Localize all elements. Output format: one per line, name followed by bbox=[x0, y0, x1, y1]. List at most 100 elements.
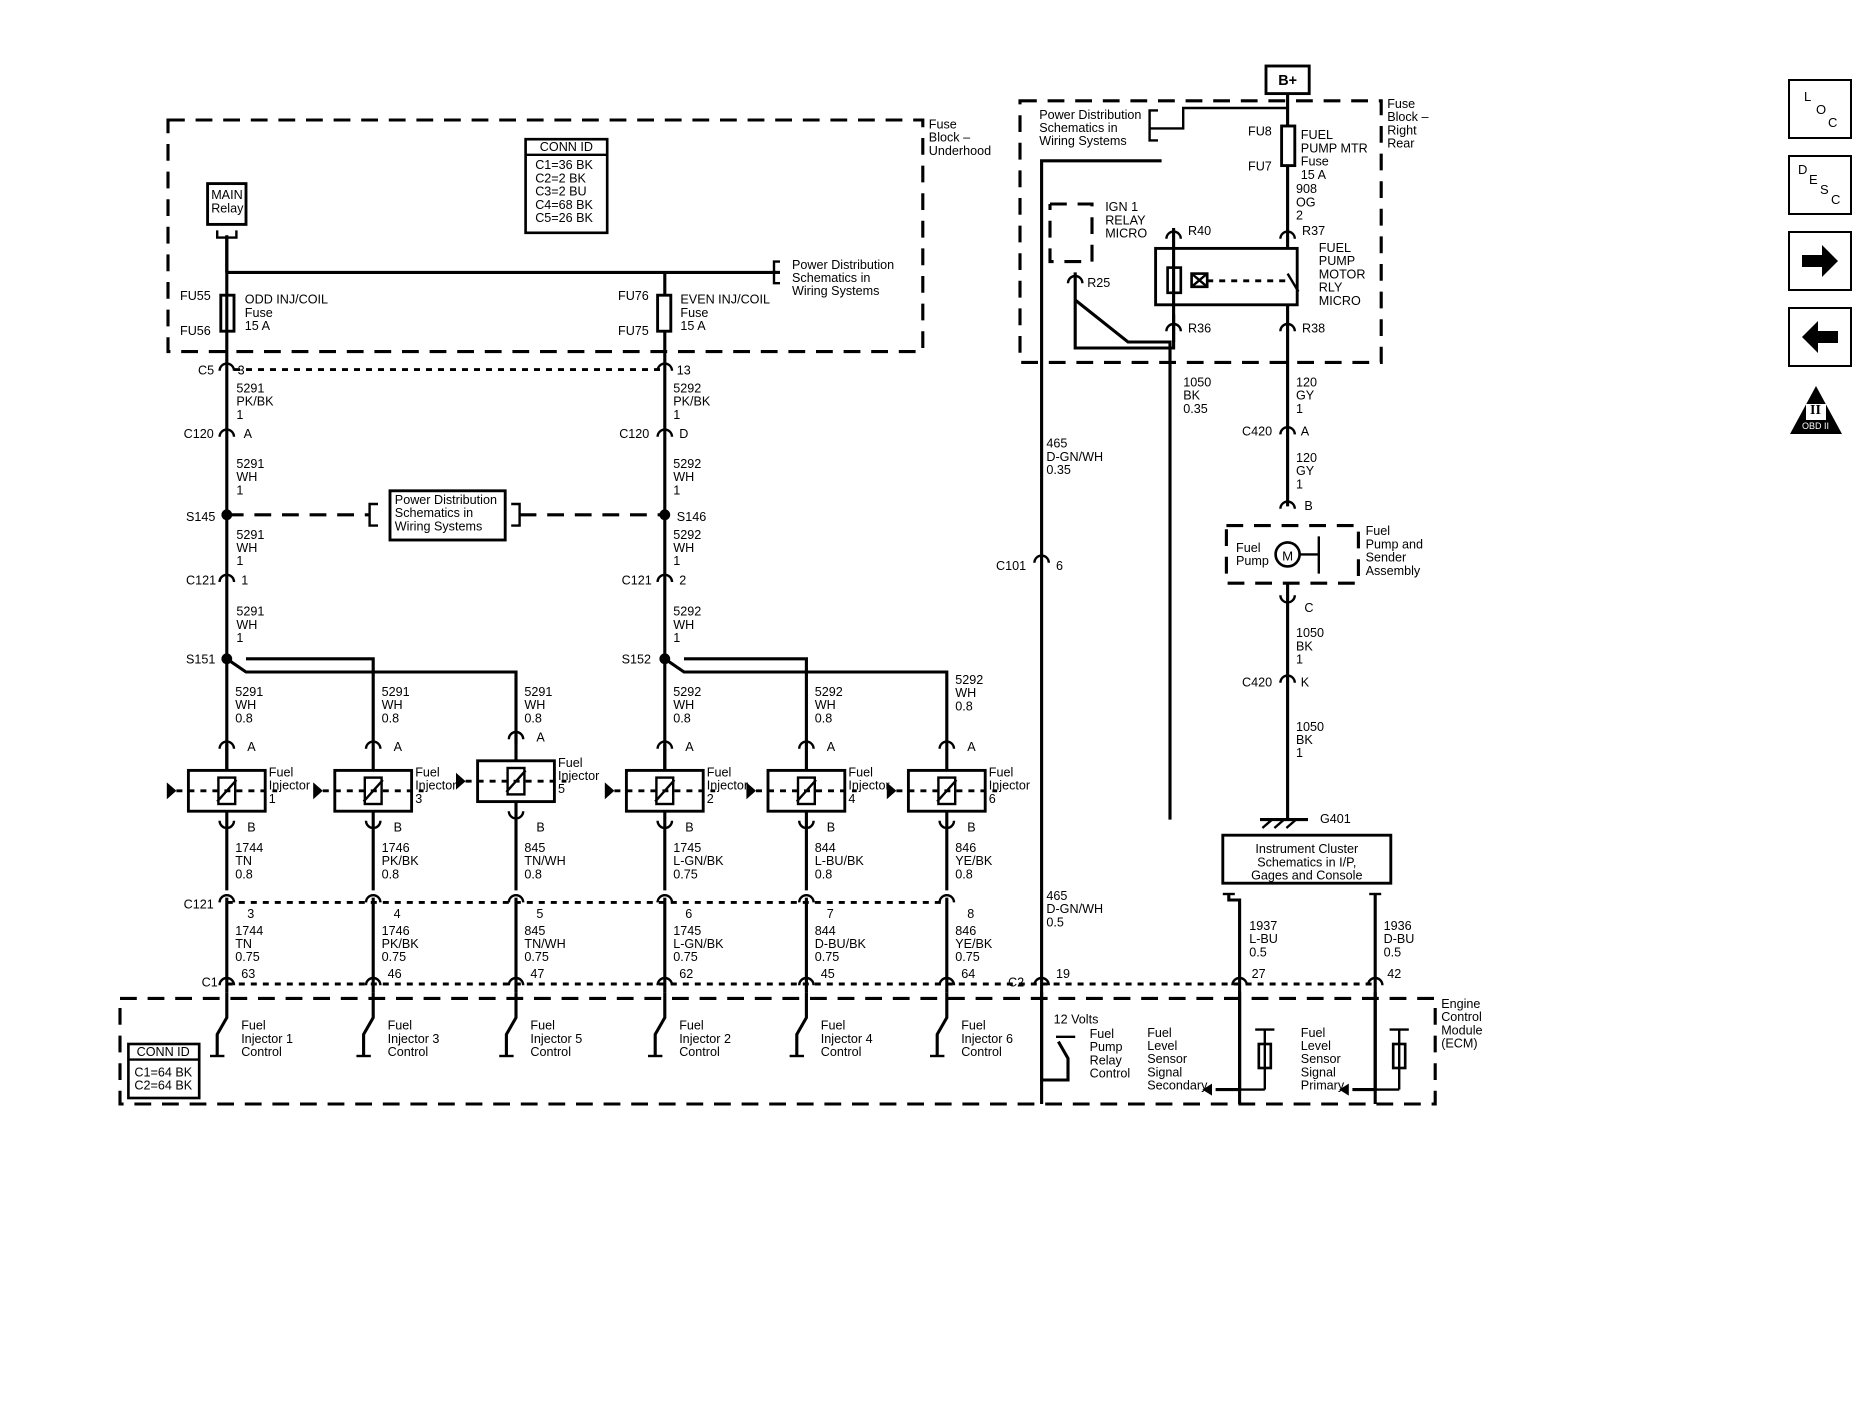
injector-6-wire-bottom-line-2: 0.75 bbox=[955, 950, 980, 964]
c2-27-pin: 27 bbox=[1252, 967, 1266, 981]
ign-relay-label-line-0: IGN 1 bbox=[1105, 200, 1138, 214]
w1936-line-0: 1936 bbox=[1384, 919, 1412, 933]
next-page-button[interactable] bbox=[1788, 231, 1852, 291]
w5291-wh-a-line-0: 5291 bbox=[236, 457, 264, 471]
injector-1-name-line-0: Fuel bbox=[269, 765, 294, 779]
w5292-pkbk-line-1: PK/BK bbox=[673, 395, 711, 409]
injector-3-coil bbox=[506, 766, 526, 796]
power-dist-mid-line-2: Wiring Systems bbox=[395, 519, 482, 533]
fuse-block-underhood-label-line-1: Block – bbox=[929, 131, 970, 145]
g401-hatch-1 bbox=[1261, 818, 1273, 829]
injector-2-wire-top-line-2: 0.8 bbox=[382, 867, 400, 881]
ecm-fp-relay-control-line-0: Fuel bbox=[1090, 1027, 1115, 1041]
w465-035-line-0: 465 bbox=[1046, 437, 1067, 451]
r37-label: R37 bbox=[1302, 224, 1325, 238]
fp-relay-label-line-4: MICRO bbox=[1319, 294, 1361, 308]
injector-5-name-line-0: Fuel bbox=[848, 765, 873, 779]
loc-letter-l: L bbox=[1804, 89, 1812, 104]
description-button[interactable]: D E S C bbox=[1788, 155, 1852, 215]
fp-b-pin bbox=[1279, 500, 1297, 509]
injector-4-name-line-2: 2 bbox=[707, 792, 714, 806]
w5291-wh-b-line-2: 1 bbox=[236, 554, 243, 568]
injector-4-wire-top-line-1: L-GN/BK bbox=[673, 854, 724, 868]
injector-2-name-line-1: Injector bbox=[415, 779, 456, 793]
power-dist-right-line-2: Wiring Systems bbox=[1039, 134, 1126, 148]
fp-relay-label-line-3: RLY bbox=[1319, 281, 1343, 295]
injector-4-coil bbox=[655, 776, 675, 806]
c121-row-label: C121 bbox=[184, 897, 214, 911]
injector-6-coil-slash bbox=[936, 779, 958, 803]
r25-ground-path bbox=[1073, 272, 1176, 350]
injector-1-coil-slash bbox=[216, 779, 238, 803]
fp-fuse-fu-bottom: FU7 bbox=[1248, 159, 1272, 173]
instrument-cluster-box bbox=[1221, 833, 1393, 885]
w120-b-line-1: GY bbox=[1296, 464, 1315, 478]
w5292-wh-c-line-2: 1 bbox=[673, 631, 680, 645]
injector-1-feed-line-2: 0.8 bbox=[235, 711, 253, 725]
injector-4-wire-bottom-line-1: L-GN/BK bbox=[673, 937, 724, 951]
c120-right-pin: D bbox=[679, 427, 688, 441]
injector-2-ecm-label-line-1: Injector 3 bbox=[388, 1032, 440, 1046]
ign-relay-label-line-2: MICRO bbox=[1105, 227, 1147, 241]
injector-4-pin-a-label: A bbox=[685, 740, 694, 754]
ecm-outline bbox=[118, 996, 1437, 1106]
previous-page-button[interactable] bbox=[1788, 307, 1852, 367]
desc-letter-c: C bbox=[1831, 192, 1841, 207]
injector-3-driver bbox=[504, 992, 518, 1057]
power-dist-top-line-0: Power Distribution bbox=[792, 258, 894, 272]
injector-5-pin-b-label: B bbox=[827, 821, 835, 835]
injector-2-coil-slash bbox=[362, 779, 384, 803]
conn-id-ecm-line-1: C2=64 BK bbox=[134, 1079, 192, 1093]
w1050-1-a-line-0: 1050 bbox=[1296, 626, 1324, 640]
c2-19-pin: 19 bbox=[1056, 967, 1070, 981]
w5291-wh-a-line-1: WH bbox=[236, 470, 257, 484]
s145-label: S145 bbox=[186, 510, 215, 524]
c120-right-connector bbox=[656, 428, 674, 437]
fp-relay-coil-x2 bbox=[1190, 272, 1208, 288]
w5292-wh-a-line-2: 1 bbox=[673, 483, 680, 497]
s151-label: S151 bbox=[186, 653, 215, 667]
r40-pin bbox=[1165, 230, 1183, 239]
injector-2-c1 bbox=[364, 976, 382, 986]
obd-ii-badge[interactable]: II OBD II bbox=[1788, 384, 1844, 436]
injector-1-ecm-label-line-2: Control bbox=[241, 1045, 282, 1059]
power-dist-mid-box bbox=[388, 489, 507, 542]
injector-6-pin-a bbox=[938, 740, 956, 749]
injector-4-pin-b bbox=[656, 820, 674, 830]
injector-2-ecm-label-line-2: Control bbox=[388, 1045, 429, 1059]
c121-right-pin: 2 bbox=[679, 573, 686, 587]
injector-3-feed-line-0: 5291 bbox=[524, 685, 552, 699]
injector-1-c121 bbox=[218, 894, 236, 903]
power-dist-right-link bbox=[1149, 106, 1288, 130]
conn-id-top-line-3: C4=68 BK bbox=[535, 198, 593, 212]
obd-triangle-icon bbox=[1790, 386, 1842, 434]
ecm-fp-relay-control-line-3: Control bbox=[1090, 1067, 1131, 1081]
injector-4-ecm-label-line-2: Control bbox=[679, 1045, 720, 1059]
w5292-wh-a-line-1: WH bbox=[673, 470, 694, 484]
fuel-pump-cap bbox=[1299, 536, 1321, 574]
injector-2-pin-b bbox=[364, 820, 382, 830]
ecm-signal-primary-line-3: Signal bbox=[1301, 1065, 1336, 1079]
c2-27-connector bbox=[1231, 976, 1249, 986]
w1050-035-line-2: 0.35 bbox=[1183, 402, 1208, 416]
injector-2-feed-line-2: 0.8 bbox=[382, 711, 400, 725]
injector-1-wire-top-line-2: 0.8 bbox=[235, 867, 253, 881]
ign-relay-label-line-1: RELAY bbox=[1105, 213, 1146, 227]
w1050-1-b-line-2: 1 bbox=[1296, 746, 1303, 760]
w465-05-line-0: 465 bbox=[1046, 889, 1067, 903]
c1-label: C1 bbox=[202, 975, 218, 989]
injector-6-name-line-1: Injector bbox=[989, 779, 1030, 793]
w908-line-0: 908 bbox=[1296, 182, 1317, 196]
location-button[interactable]: L O C bbox=[1788, 79, 1852, 139]
s152-label: S152 bbox=[622, 653, 651, 667]
injector-5-pin-b bbox=[798, 820, 815, 830]
w120-a-line-2: 1 bbox=[1296, 402, 1303, 416]
c120-left-connector bbox=[218, 428, 236, 437]
relay-ground-wire bbox=[1074, 298, 1172, 820]
injector-6-wire-bottom-line-0: 846 bbox=[955, 924, 976, 938]
g401-hatch-3 bbox=[1285, 818, 1297, 829]
main-relay-label-line-1: Relay bbox=[211, 201, 244, 215]
injector-6-feed-line-1: WH bbox=[955, 686, 976, 700]
